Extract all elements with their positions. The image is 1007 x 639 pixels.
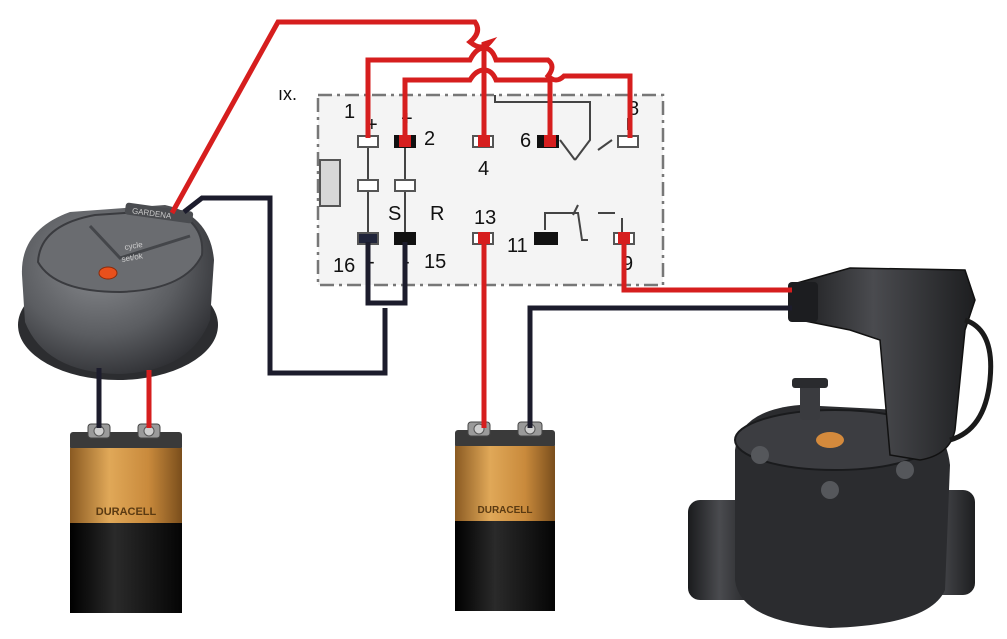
valve-handle bbox=[792, 378, 828, 388]
wire-controller-to-relay-neg bbox=[182, 195, 388, 376]
battery-middle: DURACELL bbox=[455, 421, 555, 611]
relay-internal-lines bbox=[367, 95, 629, 241]
valve-bolt-3 bbox=[896, 461, 914, 479]
battery-left-top-cap bbox=[70, 432, 182, 450]
relay-coil bbox=[319, 159, 341, 207]
relay-header-text: ıx. bbox=[278, 84, 297, 104]
controller-top-face bbox=[36, 208, 204, 294]
wire-battery-to-valve-neg bbox=[527, 305, 792, 428]
positive-wires bbox=[146, 19, 792, 428]
terminal-red-overlays bbox=[399, 135, 630, 244]
terminal-coil-right bbox=[394, 179, 416, 192]
irrigation-controller: GARDENA cycle set/ok bbox=[18, 202, 218, 380]
battery-middle-black bbox=[455, 521, 555, 611]
battery-left-copper bbox=[70, 448, 182, 523]
valve-solenoid-housing bbox=[789, 267, 976, 461]
minus-label-16: - bbox=[368, 251, 375, 273]
controller-button-label-2: set/ok bbox=[121, 251, 145, 264]
controller-button-label-1: cycle bbox=[124, 240, 144, 252]
pin-label-9: 9 bbox=[622, 253, 633, 275]
battery-left: DURACELL bbox=[70, 423, 182, 613]
pin-label-8: 8 bbox=[628, 98, 639, 120]
label-s: S bbox=[388, 203, 401, 225]
battery-middle-label: DURACELL bbox=[478, 505, 533, 516]
battery-left-black bbox=[70, 523, 182, 613]
pin-label-2: 2 bbox=[424, 128, 435, 150]
controller-orange-button bbox=[98, 266, 118, 280]
valve-bolt-1 bbox=[751, 446, 769, 464]
solenoid-valve bbox=[688, 267, 994, 628]
wire-pin16-15-loop bbox=[365, 242, 408, 306]
valve-solenoid-cable bbox=[949, 317, 994, 443]
wire-pin9-to-valve bbox=[621, 242, 792, 293]
wire-pin2-to-pin6 bbox=[402, 67, 553, 138]
pin-label-6: 6 bbox=[520, 130, 531, 152]
valve-bolt-2 bbox=[821, 481, 839, 499]
pin-label-11: 11 bbox=[507, 235, 528, 257]
pin-label-13: 13 bbox=[474, 207, 496, 229]
pin-label-4: 4 bbox=[478, 158, 489, 180]
valve-solenoid-inlet bbox=[788, 282, 818, 322]
battery-middle-copper bbox=[455, 446, 555, 521]
plus-label-1: + bbox=[366, 114, 378, 136]
label-r: R bbox=[430, 203, 444, 225]
controller-brand-plate bbox=[124, 202, 194, 224]
pin-label-16: 16 bbox=[333, 255, 355, 277]
relay-module: ıx. bbox=[278, 84, 665, 287]
battery-middle-terminal-pos bbox=[467, 421, 491, 437]
pin-label-15: 15 bbox=[424, 251, 446, 273]
negative-wires bbox=[96, 195, 792, 428]
terminal-coil-left bbox=[357, 179, 379, 192]
controller-ridge bbox=[88, 224, 191, 260]
wire-controller-to-pin4 bbox=[169, 19, 498, 215]
battery-left-label: DURACELL bbox=[96, 506, 157, 518]
valve-center-cap bbox=[816, 432, 844, 448]
terminal-11 bbox=[534, 232, 558, 245]
wire-pin1-to-pin8 bbox=[365, 45, 633, 138]
valve-bleed-screw bbox=[800, 380, 820, 420]
pin-label-1: 1 bbox=[344, 101, 355, 123]
